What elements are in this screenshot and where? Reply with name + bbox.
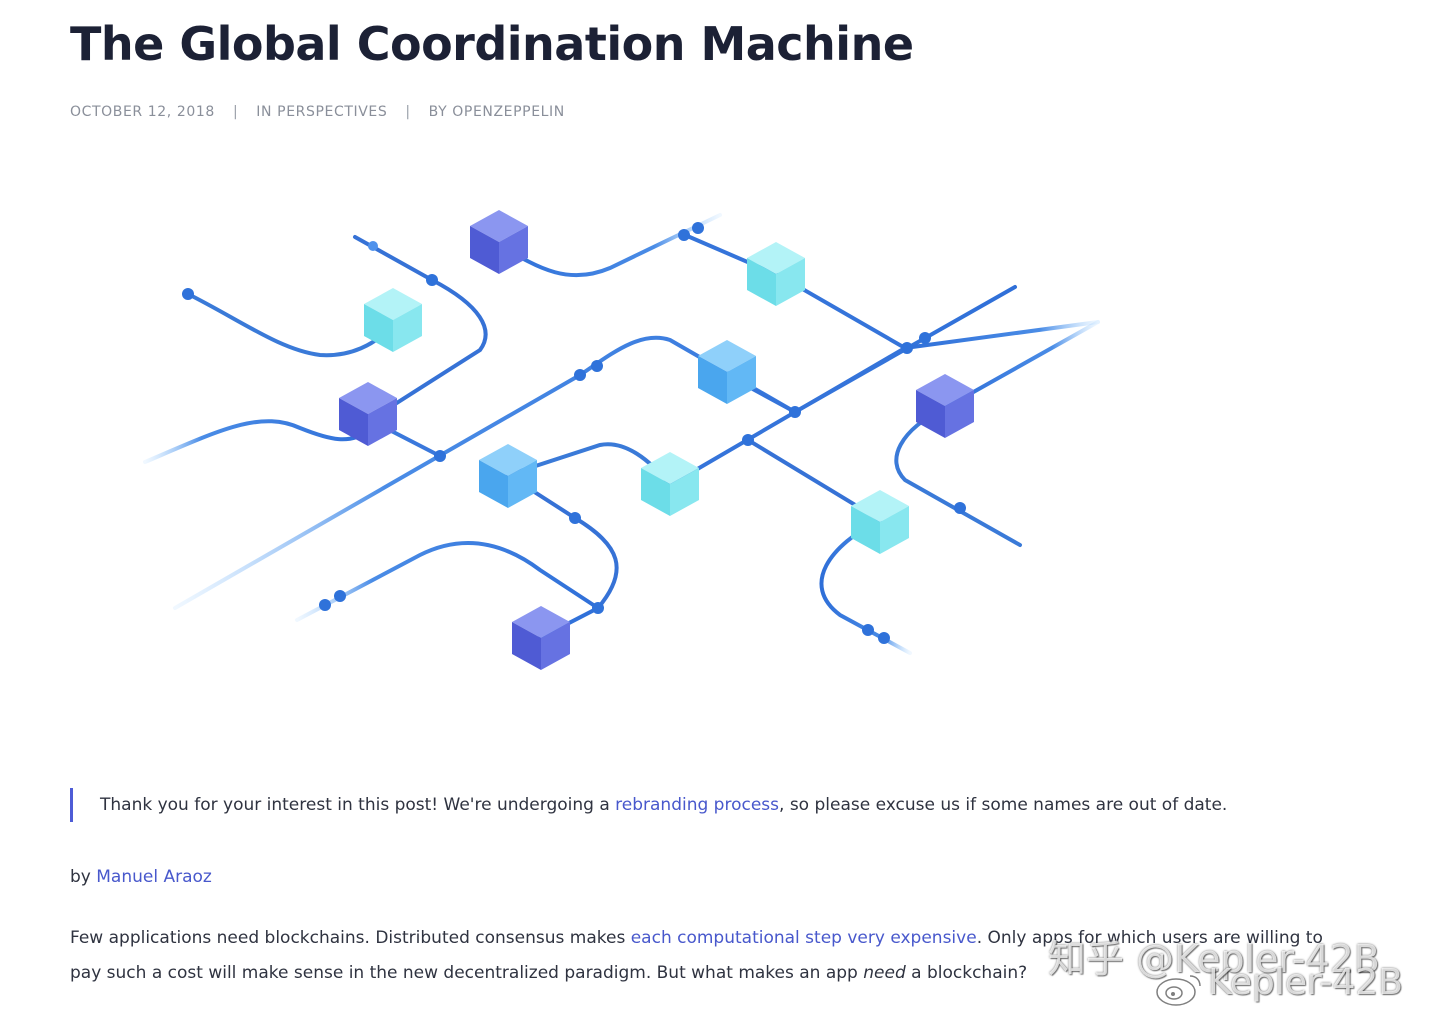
notice-text: , so please excuse us if some names are … [779,795,1228,815]
cube [851,490,909,554]
paragraph-line: Few applications need blockchains. Distr… [70,921,1370,956]
network-node [862,624,874,636]
author-prefix: BY [428,104,448,120]
network-line [498,213,722,278]
network-node [692,222,704,234]
network-node [954,502,966,514]
paragraph-text: a blockchain? [905,963,1028,983]
network-node [878,632,890,644]
cube [512,606,570,670]
network-node [434,450,446,462]
network-line [668,346,907,487]
cube [364,288,422,352]
network-nodes [182,222,966,644]
network-line [186,292,395,358]
network-node [368,241,378,251]
rebranding-notice: Thank you for your interest in this post… [70,788,1227,822]
network-node [742,434,754,446]
category-link[interactable]: PERSPECTIVES [277,104,388,120]
notice-text: Thank you for your interest in this post… [100,795,616,815]
network-node [574,369,586,381]
network-node [789,406,801,418]
network-line [143,419,372,464]
meta-separator: | [405,104,411,120]
network-node [182,288,194,300]
article-paragraph: Few applications need blockchains. Distr… [70,921,1370,991]
cube [339,382,397,446]
network-node [569,512,581,524]
network-node [901,342,913,354]
network-line [173,285,1017,610]
hero-illustration [143,210,1100,670]
network-line [295,541,602,640]
paragraph-text: . Only apps for which users are willing … [976,928,1323,948]
network-node [334,590,346,602]
cube [916,374,974,438]
paragraph-line: pay such a cost will make sense in the n… [70,956,1370,991]
cube [747,242,805,306]
post-meta: OCTOBER 12, 2018 | IN PERSPECTIVES | BY OPEN… [70,104,565,120]
cube [641,452,699,516]
category-prefix: IN [256,104,273,120]
cube [698,340,756,404]
network-line [353,235,488,422]
post-date: OCTOBER 12, 2018 [70,104,215,120]
meta-separator: | [232,104,239,120]
computational-cost-link[interactable]: each computational step very expensive [630,928,977,948]
network-line [506,473,619,610]
emphasis-text: need [863,963,906,983]
byline-author-link[interactable]: Manuel Araoz [96,867,212,887]
cube [470,210,528,274]
network-node [426,274,438,286]
paragraph-text: Few applications need blockchains. Distr… [70,928,631,948]
rebranding-process-link[interactable]: rebranding process [615,795,780,815]
cube-group [339,210,974,670]
byline-prefix: by [70,867,97,887]
post-title: The Global Coordination Machine [70,17,914,71]
network-node [919,332,931,344]
author-link[interactable]: OPENZEPPELIN [452,104,565,120]
network-node [319,599,331,611]
network-node [591,360,603,372]
paragraph-text: pay such a cost will make sense in the n… [70,963,864,983]
network-node [678,229,690,241]
cube [479,444,537,508]
network-line [903,320,1100,350]
network-lines [143,213,1100,655]
network-node [592,602,604,614]
byline: by Manuel Araoz [70,864,212,890]
